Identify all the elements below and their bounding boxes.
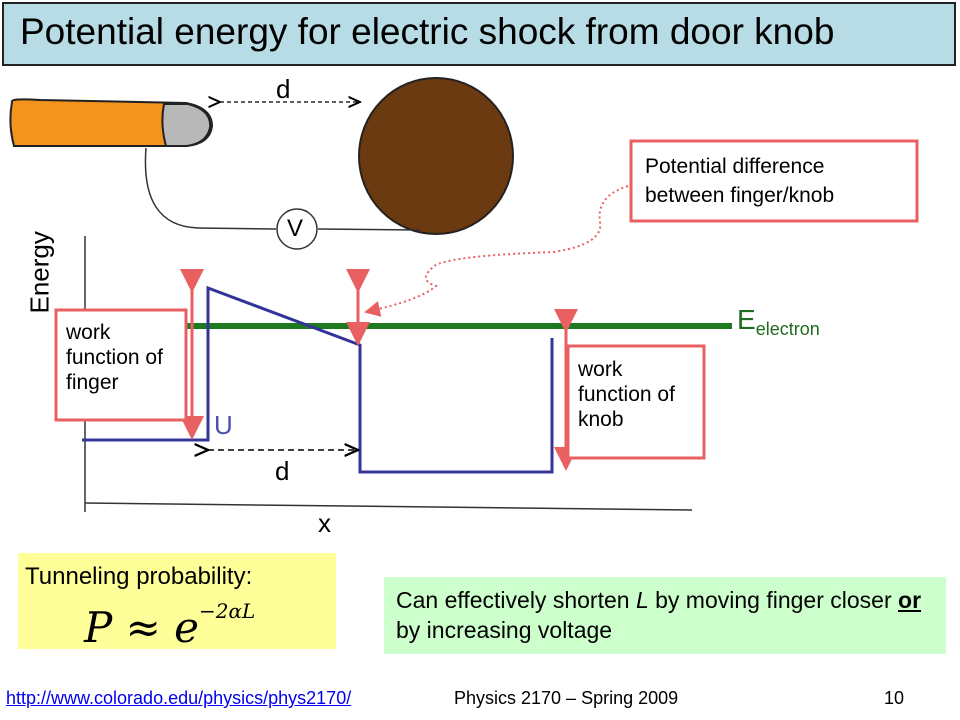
slide-number: 10 [884, 688, 905, 708]
finger-callout-box [54, 308, 188, 422]
note-suffix: by increasing voltage [396, 617, 613, 643]
formula-exponent: −2αL [199, 599, 256, 623]
x-axis-label: x [318, 508, 331, 538]
finger-drawing [9, 98, 214, 147]
energy-axis-label: Energy [24, 231, 55, 314]
work-function-knob-text: work function of knob [578, 358, 675, 431]
note-middle: by moving finger closer [648, 587, 899, 613]
potential-callout-box [629, 139, 919, 223]
formula-base: P ≈ e [84, 603, 200, 652]
tunneling-box: Tunneling probability: P ≈ e−2αL [18, 553, 336, 652]
door-knob [358, 77, 514, 235]
footer-course: Physics 2170 – Spring 2009 [454, 688, 679, 708]
note-emphasis: or [898, 587, 922, 613]
note-variable: L [635, 587, 649, 613]
potential-difference-text: Potential difference between finger/knob [645, 155, 835, 207]
circuit-wire [144, 147, 421, 231]
knob-callout-box [566, 344, 706, 460]
red-double-arrows [180, 269, 578, 471]
callout-pointer [364, 185, 629, 317]
work-function-finger-text: work function of finger [66, 321, 163, 394]
note-box: Can effectively shorten L by moving fing… [384, 577, 946, 654]
x-axis [84, 502, 693, 511]
title-bar: Potential energy for electric shock from… [2, 2, 956, 66]
e-subscript: electron [755, 319, 820, 339]
e-electron-label: Eelectron [737, 304, 820, 340]
d-bottom-label: d [275, 456, 290, 486]
note-text: Can effectively shorten L by moving fing… [396, 585, 946, 645]
course-url-link[interactable]: http://www.colorado.edu/physics/phys2170… [6, 688, 352, 708]
d-top-label: d [276, 74, 291, 104]
u-label: U [214, 410, 233, 440]
note-prefix: Can effectively shorten [396, 587, 636, 613]
tunneling-formula: P ≈ e−2αL [84, 599, 255, 652]
tunneling-label: Tunneling probability: [25, 563, 253, 590]
e-main: E [737, 304, 756, 335]
voltage-label: V [287, 215, 304, 242]
slide-title: Potential energy for electric shock from… [20, 11, 835, 52]
voltage-source [276, 208, 318, 250]
